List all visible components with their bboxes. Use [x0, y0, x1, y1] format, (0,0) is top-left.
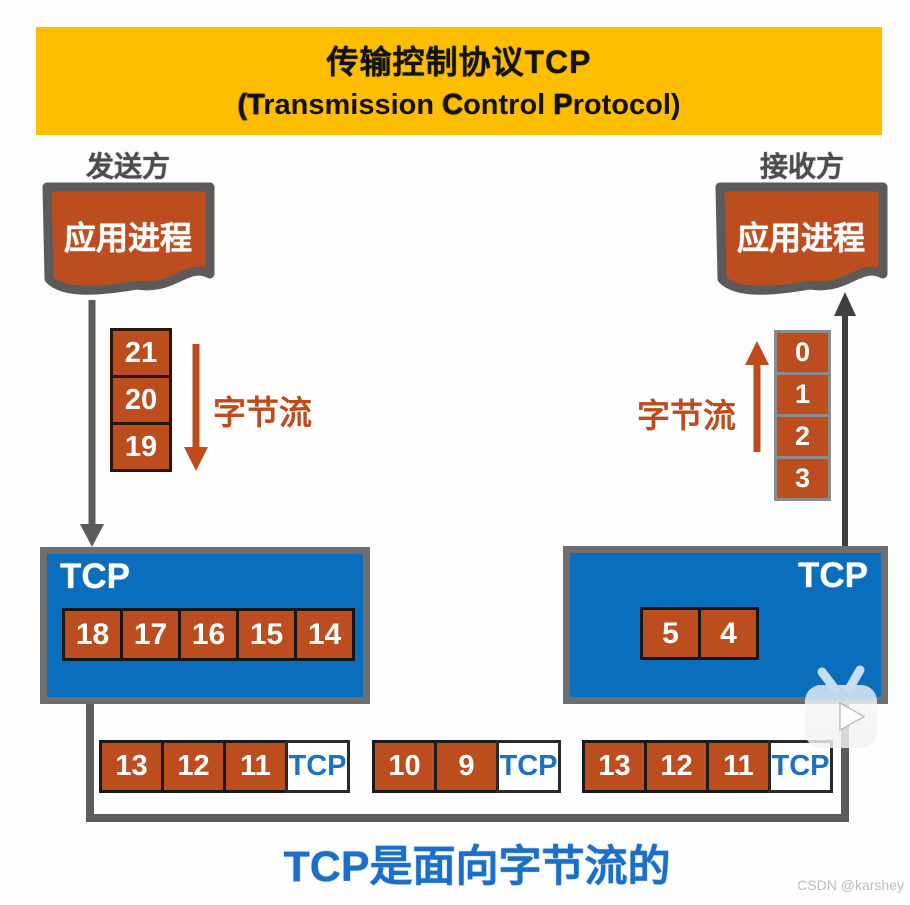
- page-title: 传输控制协议TCP: [326, 44, 592, 80]
- receiver-app-process: 应用进程: [711, 181, 891, 305]
- segment-byte-cell: 13: [582, 740, 647, 793]
- sender-down-arrow: [80, 300, 104, 547]
- byte-cell: 14: [294, 608, 355, 661]
- byte-cell: 16: [178, 608, 239, 661]
- segment-tcp-header-cell: TCP: [285, 740, 350, 793]
- segment-tcp-header-cell: TCP: [768, 740, 833, 793]
- byte-cell: 1: [774, 372, 831, 417]
- subtitle-segment: rotocol): [572, 89, 681, 121]
- document-shape: [42, 182, 215, 295]
- byte-cell: 3: [774, 456, 831, 501]
- diagram-caption: TCP是面向字节流的: [283, 843, 671, 891]
- sender-stream-label: 字节流: [213, 394, 312, 431]
- byte-cell: 18: [62, 608, 123, 661]
- segment-byte-cell: 13: [99, 740, 164, 793]
- receiver-process-label: 应用进程: [736, 220, 865, 256]
- byte-cell: 5: [640, 607, 701, 660]
- receiver-stream-label: 字节流: [637, 397, 736, 434]
- receiver-up-arrow: [834, 292, 856, 546]
- subtitle-segment: C: [442, 89, 464, 121]
- byte-cell: 21: [110, 328, 172, 378]
- segment-byte-cell: 12: [161, 740, 226, 793]
- transmission-path-line: [86, 700, 849, 822]
- sender-tcp-title: TCP: [60, 557, 130, 596]
- sender-stream-down-arrow: [184, 344, 208, 471]
- segment-byte-cell: 10: [372, 740, 437, 793]
- play-triangle-icon: [839, 701, 866, 732]
- byte-cell: 0: [774, 330, 831, 375]
- sender-process-label: 应用进程: [63, 220, 192, 256]
- byte-cell: 15: [236, 608, 297, 661]
- subtitle-segment: P: [553, 89, 573, 121]
- subtitle-segment: ransmission: [263, 89, 443, 121]
- segment-byte-cell: 9: [434, 740, 499, 793]
- byte-cell: 17: [120, 608, 181, 661]
- segment-tcp-header-cell: TCP: [496, 740, 561, 793]
- sender-app-process: 应用进程: [38, 181, 218, 305]
- title-banner: 传输控制协议TCP (Transmission Control Protocol…: [36, 27, 882, 135]
- receiver-stream-up-arrow: [745, 341, 769, 452]
- segment-byte-cell: 11: [223, 740, 288, 793]
- segment-byte-cell: 11: [706, 740, 771, 793]
- video-play-button[interactable]: [795, 656, 905, 760]
- watermark: CSDN @karshey: [797, 877, 904, 893]
- document-shape: [715, 182, 888, 295]
- byte-cell: 4: [698, 607, 759, 660]
- subtitle-segment: ontrol: [463, 89, 554, 121]
- receiver-role-label: 接收方: [759, 151, 844, 182]
- sender-role-label: 发送方: [85, 151, 170, 182]
- byte-cell: 2: [774, 414, 831, 459]
- subtitle-segment: (T: [237, 89, 264, 121]
- receiver-tcp-title: TCP: [798, 556, 868, 595]
- byte-cell: 19: [110, 422, 172, 472]
- segment-byte-cell: 12: [644, 740, 709, 793]
- byte-cell: 20: [110, 375, 172, 425]
- page-subtitle: (Transmission Control Protocol): [36, 89, 882, 122]
